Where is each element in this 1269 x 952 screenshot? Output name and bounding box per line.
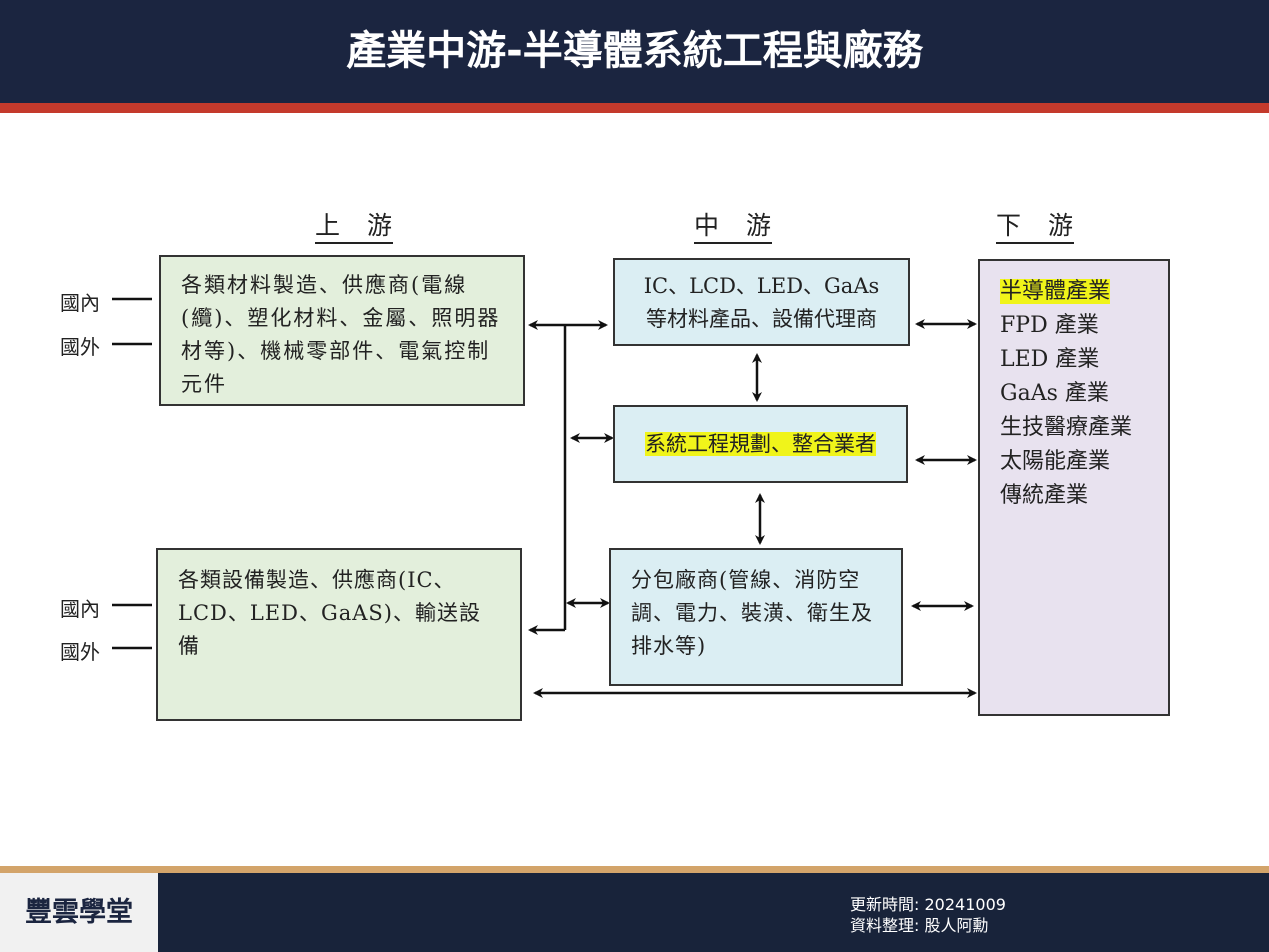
footer-bar — [0, 873, 1269, 952]
logo: 豐雲學堂 — [0, 873, 158, 952]
footer-line — [0, 866, 1269, 873]
midstream-subcontractors-box: 分包廠商(管線、消防空調、電力、裝潢、衛生及排水等) — [609, 548, 903, 686]
label-foreign: 國外 — [60, 640, 100, 664]
industry-item: 半導體產業 — [1000, 275, 1168, 309]
box-line: IC、LCD、LED、GaAs — [643, 274, 880, 298]
accent-stripe — [0, 103, 1269, 113]
upstream-materials-box: 各類材料製造、供應商(電線(纜)、塑化材料、金屬、照明器材等)、機械零部件、電氣… — [159, 255, 525, 406]
page-title: 產業中游-半導體系統工程與廠務 — [346, 28, 923, 74]
compiled-label: 資料整理: — [850, 916, 920, 935]
updated-time: 更新時間: 20241009 — [850, 891, 1006, 915]
label-foreign: 國外 — [60, 335, 100, 359]
compiled-value: 股人阿勳 — [924, 916, 989, 935]
industry-item: LED 產業 — [1000, 347, 1100, 372]
heading-downstream: 下 游 — [996, 210, 1075, 244]
industry-item: GaAs 產業 — [1000, 381, 1109, 406]
header-bar — [0, 0, 1269, 103]
downstream-industries-box: 半導體產業 FPD 產業 LED 產業 GaAs 產業 生技醫療產業 太陽能產業… — [978, 259, 1170, 716]
industry-item: 傳統產業 — [1000, 483, 1089, 508]
box-line: 等材料產品、設備代理商 — [646, 307, 877, 331]
compiled-by: 資料整理: 股人阿勳 — [850, 912, 989, 936]
heading-upstream: 上 游 — [315, 210, 394, 244]
label-domestic: 國內 — [60, 597, 100, 621]
highlighted-text: 半導體產業 — [1000, 279, 1111, 304]
midstream-distributors-box: IC、LCD、LED、GaAs 等材料產品、設備代理商 — [613, 258, 910, 346]
industry-item: 太陽能產業 — [1000, 449, 1111, 474]
midstream-integrator-box: 系統工程規劃、整合業者 — [613, 405, 908, 483]
industry-item: FPD 產業 — [1000, 313, 1099, 338]
updated-label: 更新時間: — [850, 895, 920, 914]
label-domestic: 國內 — [60, 291, 100, 315]
heading-midstream: 中 游 — [694, 210, 773, 244]
updated-value: 20241009 — [924, 895, 1006, 914]
upstream-equipment-box: 各類設備製造、供應商(IC、LCD、LED、GaAS)、輸送設備 — [156, 548, 522, 721]
industry-item: 生技醫療產業 — [1000, 415, 1133, 440]
highlighted-text: 系統工程規劃、整合業者 — [645, 432, 876, 456]
